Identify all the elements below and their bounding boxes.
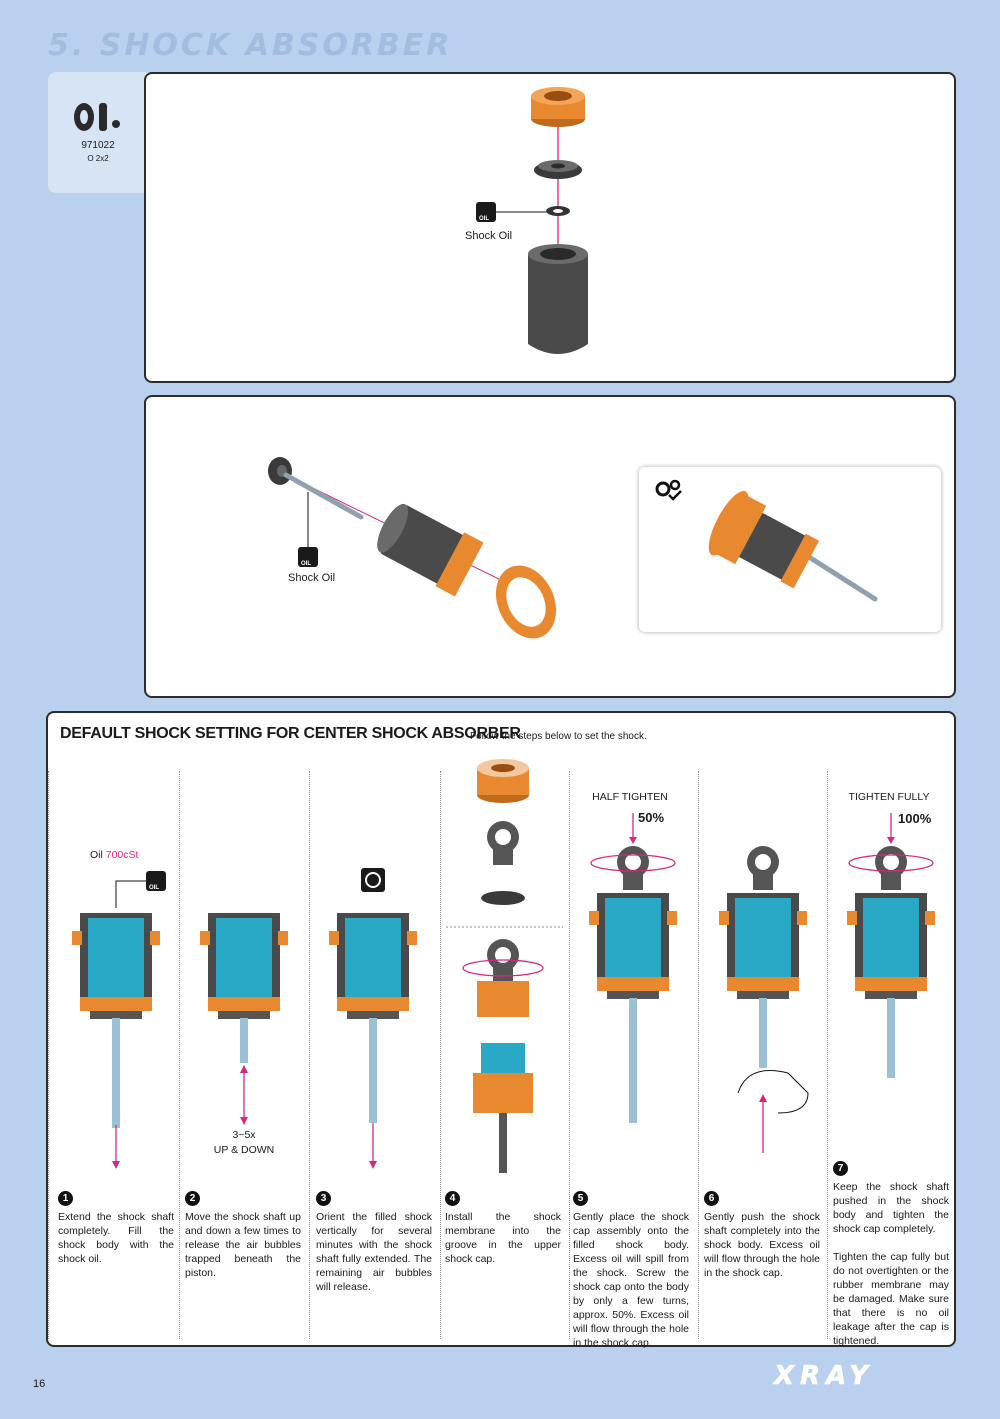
svg-text:XRAY: XRAY [772, 1362, 874, 1388]
default-setting-title: DEFAULT SHOCK SETTING FOR CENTER SHOCK A… [60, 725, 521, 742]
step-column [309, 771, 310, 1339]
step-7: 7 Keep the shock shaft pushed in the sho… [833, 1161, 949, 1348]
assembly-panel-shaft: OIL Shock Oil [144, 395, 956, 698]
step-text: Extend the shock shaft completely. Fill … [58, 1211, 174, 1265]
step-number: 6 [704, 1191, 719, 1206]
half-tighten-label: HALF TIGHTEN [592, 791, 668, 803]
o-ring-part-icon [74, 103, 120, 131]
timer-icon [361, 868, 385, 892]
step-text: Orient the filled shock vertically for s… [316, 1211, 432, 1293]
svg-text:OIL: OIL [301, 561, 311, 567]
step-number: 1 [58, 1191, 73, 1206]
step-6: 6 Gently push the shock shaft completely… [704, 1191, 820, 1280]
step-text-note: Tighten the cap fully but do not overtig… [833, 1251, 949, 1347]
step-1: 1 Extend the shock shaft completely. Fil… [58, 1191, 174, 1266]
gears-check-icon [655, 479, 682, 501]
shock-oil-label: Shock Oil [465, 230, 513, 242]
step-number: 5 [573, 1191, 588, 1206]
step-column [698, 771, 699, 1339]
step-column [440, 771, 441, 1339]
step-number: 7 [833, 1161, 848, 1176]
tighten-fully-percent: 100% [898, 811, 932, 826]
section-title: 5. SHOCK ABSORBER [48, 28, 453, 63]
default-setting-subtitle: Follow the steps below to set the shock. [470, 731, 647, 742]
updown-label: UP & DOWN [213, 1144, 275, 1156]
step-text: Gently push the shock shaft completely i… [704, 1211, 820, 1279]
default-shock-setting-panel: DEFAULT SHOCK SETTING FOR CENTER SHOCK A… [46, 711, 956, 1350]
assembled-shock-diagram [655, 479, 878, 602]
assembled-shock-view [639, 467, 941, 632]
step-text: Install the shock membrane into the groo… [445, 1211, 561, 1265]
half-tighten-percent: 50% [638, 810, 665, 825]
shock-setting-illustrations: OIL [72, 759, 935, 1173]
step-number: 3 [316, 1191, 331, 1206]
step-number: 4 [445, 1191, 460, 1206]
part-tag: 971022 O 2x2 [48, 72, 148, 193]
svg-text:OIL: OIL [149, 885, 159, 891]
shock-cap-exploded-diagram: OIL [476, 87, 588, 354]
step-2: 2 Move the shock shaft up and down a few… [185, 1191, 301, 1280]
assembly-panel-cap: OIL Shock Oil [144, 72, 956, 383]
step-text: Keep the shock shaft pushed in the shock… [833, 1181, 949, 1235]
part-description: O 2x2 [87, 154, 109, 163]
step-column [179, 771, 180, 1339]
step-column [48, 771, 49, 1339]
xray-logo: XRAY [772, 1362, 874, 1388]
step-4: 4 Install the shock membrane into the gr… [445, 1191, 561, 1266]
tighten-fully-label: TIGHTEN FULLY [848, 791, 930, 803]
step-column [827, 771, 828, 1339]
step-5: 5 Gently place the shock cap assembly on… [573, 1191, 689, 1350]
part-number: 971022 [81, 140, 115, 151]
step-number: 2 [185, 1191, 200, 1206]
oil-viscosity-label: Oil 700cSt [90, 849, 139, 861]
svg-text:OIL: OIL [479, 216, 489, 222]
updown-count: 3~5x [232, 1129, 256, 1141]
step-column [569, 771, 570, 1339]
step-text: Move the shock shaft up and down a few t… [185, 1211, 301, 1279]
step-3: 3 Orient the filled shock vertically for… [316, 1191, 432, 1294]
shock-shaft-exploded-diagram: OIL [268, 457, 557, 639]
shock-oil-label: Shock Oil [288, 572, 336, 584]
page-number: 16 [33, 1378, 46, 1390]
step-text: Gently place the shock cap assembly onto… [573, 1211, 689, 1349]
